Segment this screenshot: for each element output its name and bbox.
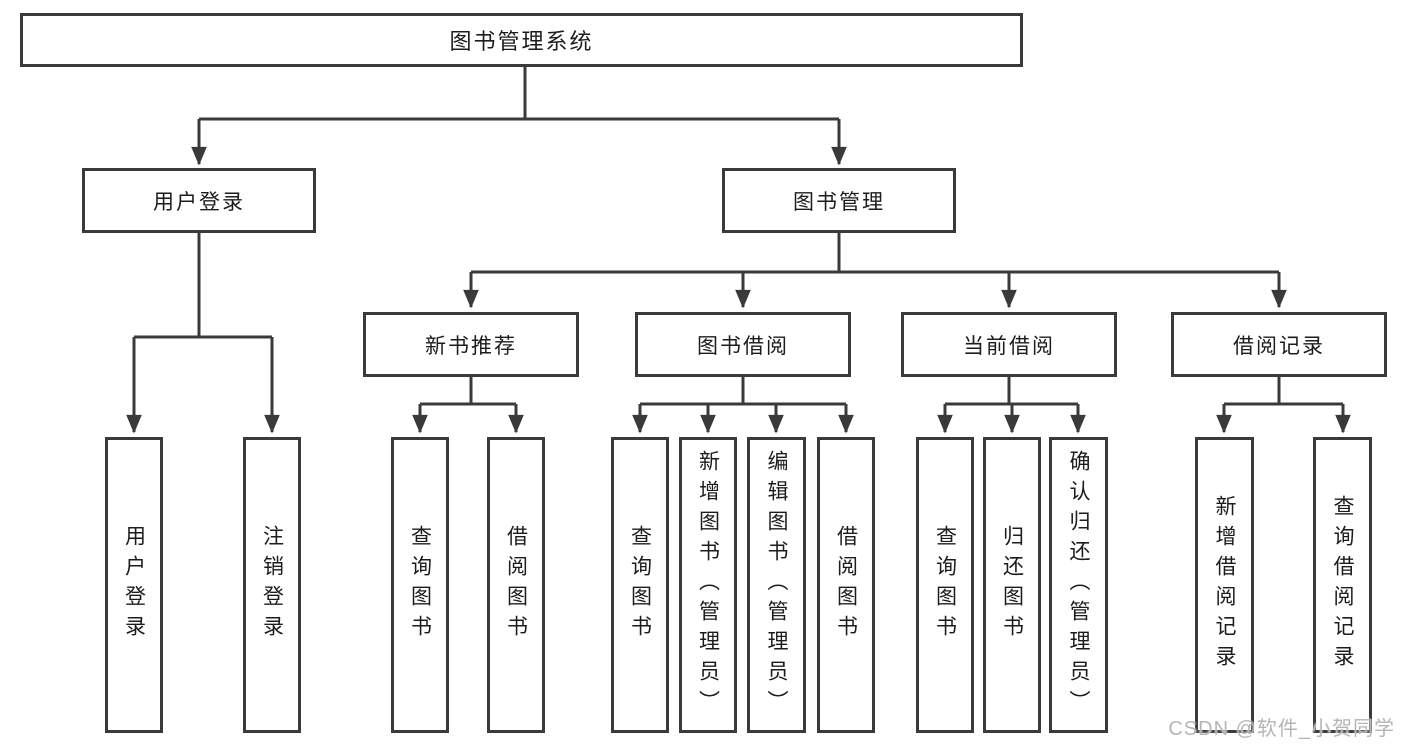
leaf-br-add-borrow-record: 新增借阅记录 <box>1195 437 1254 733</box>
leaf-nr-borrow-books-label: 借阅图书 <box>504 525 528 645</box>
leaf-br-query-borrow-record: 查询借阅记录 <box>1313 437 1372 733</box>
leaf-cb-return-books: 归还图书 <box>983 437 1041 733</box>
leaf-bb-query-books: 查询图书 <box>611 437 669 733</box>
leaf-user-login-label: 用户登录 <box>122 525 146 645</box>
leaf-br-query-borrow-record-label: 查询借阅记录 <box>1331 495 1354 675</box>
leaf-cb-confirm-return-admin-label: 确认归还（管理员） <box>1067 450 1090 720</box>
leaf-bb-edit-books-admin: 编辑图书（管理员） <box>747 437 806 733</box>
leaf-bb-borrow-books: 借阅图书 <box>817 437 875 733</box>
leaf-bb-borrow-books-label: 借阅图书 <box>834 525 858 645</box>
csdn-watermark: CSDN @软件_小贺同学 <box>1168 718 1395 740</box>
leaf-cb-return-books-label: 归还图书 <box>1000 525 1024 645</box>
leaf-nr-query-books-label: 查询图书 <box>408 525 432 645</box>
node-book-management: 图书管理 <box>722 168 956 233</box>
leaf-logout: 注销登录 <box>243 437 301 733</box>
node-book-borrow: 图书借阅 <box>635 312 851 377</box>
leaf-bb-edit-books-admin-label: 编辑图书（管理员） <box>765 450 788 720</box>
node-current-borrow: 当前借阅 <box>901 312 1117 377</box>
node-user-login: 用户登录 <box>82 168 316 233</box>
leaf-br-add-borrow-record-label: 新增借阅记录 <box>1213 495 1236 675</box>
leaf-nr-query-books: 查询图书 <box>391 437 449 733</box>
leaf-cb-query-books: 查询图书 <box>916 437 974 733</box>
leaf-bb-add-books-admin: 新增图书（管理员） <box>679 437 737 733</box>
leaf-nr-borrow-books: 借阅图书 <box>487 437 545 733</box>
leaf-bb-query-books-label: 查询图书 <box>628 525 652 645</box>
node-borrow-records: 借阅记录 <box>1171 312 1387 377</box>
node-new-book-recommend: 新书推荐 <box>363 312 579 377</box>
leaf-logout-label: 注销登录 <box>260 525 284 645</box>
node-root-system: 图书管理系统 <box>20 13 1023 67</box>
leaf-user-login: 用户登录 <box>105 437 163 733</box>
leaf-cb-query-books-label: 查询图书 <box>933 525 957 645</box>
leaf-cb-confirm-return-admin: 确认归还（管理员） <box>1049 437 1108 733</box>
leaf-bb-add-books-admin-label: 新增图书（管理员） <box>696 450 720 720</box>
